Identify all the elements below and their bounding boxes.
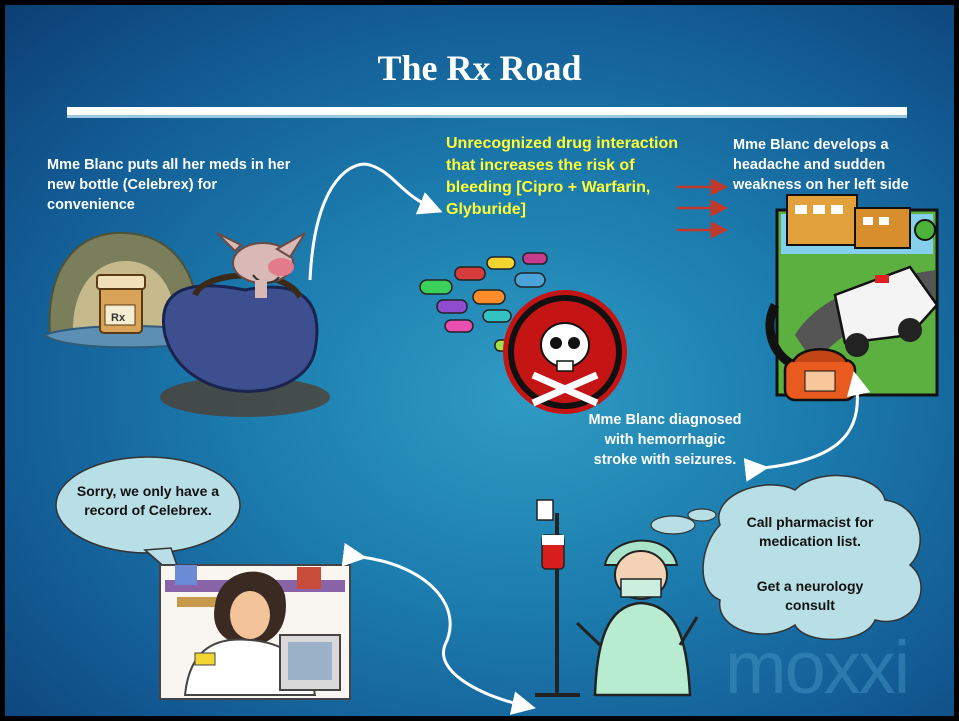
doctor-thought-text-2: Get a neurology consult <box>756 578 864 613</box>
doctor-iv-clipart <box>535 499 699 697</box>
step-bottle-text: Mme Blanc puts all her meds in her new b… <box>47 157 291 213</box>
title-divider <box>67 107 907 115</box>
doctor-thought-text-1: Call pharmacist for medication list. <box>746 514 874 549</box>
step-interaction-text: Unrecognized drug interaction that incre… <box>446 135 679 218</box>
skull-crossbones-icon <box>503 290 627 414</box>
pharmacist-clipart <box>159 564 351 700</box>
double-arrow-right <box>743 371 871 482</box>
slide-title: The Rx Road <box>377 48 582 88</box>
moxxi-logo: moxxi <box>725 626 910 709</box>
step-diagnosis-text: Mme Blanc diagnosed with hemorrhagic str… <box>588 412 742 468</box>
step-headache-text: Mme Blanc develops a headache and sudden… <box>733 137 909 193</box>
curved-arrow-icon <box>308 162 443 281</box>
doctor-thought-cloud <box>650 474 922 641</box>
svg-text:Rx: Rx <box>111 312 126 324</box>
mouse-purse-clipart <box>160 232 330 417</box>
slide: The Rx Road Mme Blanc puts all her meds … <box>5 5 954 716</box>
pills-clipart <box>419 252 548 352</box>
pharmacist-bubble-text: Sorry, we only have a record of Celebrex… <box>76 483 220 518</box>
diagram-graphics: Rx <box>43 162 939 715</box>
double-arrow-bottom <box>341 542 536 715</box>
title-divider-shadow <box>67 115 907 118</box>
